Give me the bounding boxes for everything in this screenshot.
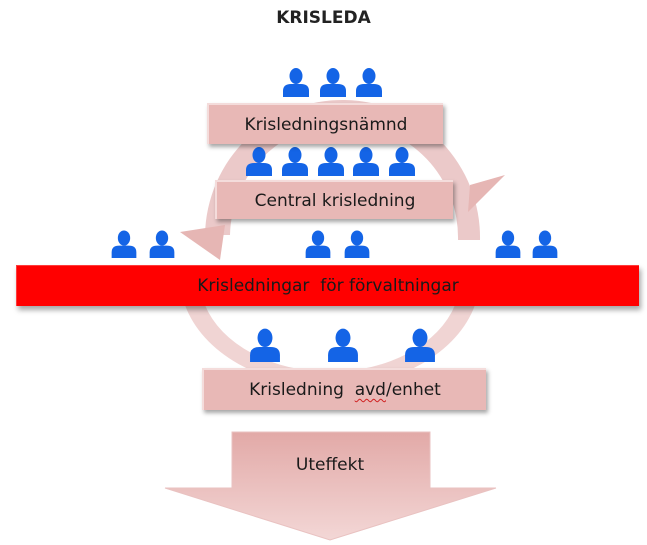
avd-enhet-label-suffix: /enhet bbox=[385, 380, 441, 400]
krisledningsnamnd-label: Krisledningsnämnd bbox=[244, 114, 408, 135]
diagram-title: KRISLEDA bbox=[276, 8, 371, 28]
person-icon bbox=[389, 147, 415, 176]
person-icon bbox=[246, 147, 272, 176]
person-icon bbox=[353, 147, 379, 176]
avd-enhet-label-avd: avd bbox=[354, 380, 386, 400]
central-krisledning-box: Central krisledning bbox=[215, 180, 453, 219]
person-icon bbox=[250, 328, 280, 362]
person-icon bbox=[495, 230, 521, 258]
person-icon bbox=[318, 147, 344, 176]
cycle-arrowhead-right bbox=[468, 175, 505, 212]
avd-enhet-label-prefix: Krisledning bbox=[249, 380, 344, 400]
person-icon bbox=[320, 68, 346, 97]
person-icon bbox=[328, 328, 358, 362]
person-icon bbox=[282, 147, 308, 176]
person-icon bbox=[149, 230, 175, 258]
uteffekt-label: Uteffekt bbox=[295, 455, 365, 475]
forvaltningar-label: Krisledningar för förvaltningar bbox=[197, 276, 459, 296]
krisledningsnamnd-box: Krisledningsnämnd bbox=[207, 103, 443, 144]
person-icon bbox=[356, 68, 382, 97]
person-icon bbox=[111, 230, 137, 258]
central-krisledning-label: Central krisledning bbox=[254, 190, 416, 211]
people-group bbox=[111, 68, 558, 362]
cycle-arrowhead-left bbox=[180, 225, 225, 260]
output-arrow bbox=[164, 431, 497, 541]
cycle-lower-arc bbox=[185, 305, 475, 387]
forvaltningar-band: Krisledningar för förvaltningar bbox=[16, 265, 639, 306]
avd-enhet-box: Krisledning avd/enhet bbox=[202, 368, 486, 410]
person-icon bbox=[344, 230, 370, 258]
person-icon bbox=[405, 328, 435, 362]
person-icon bbox=[532, 230, 558, 258]
person-icon bbox=[305, 230, 331, 258]
person-icon bbox=[283, 68, 309, 97]
